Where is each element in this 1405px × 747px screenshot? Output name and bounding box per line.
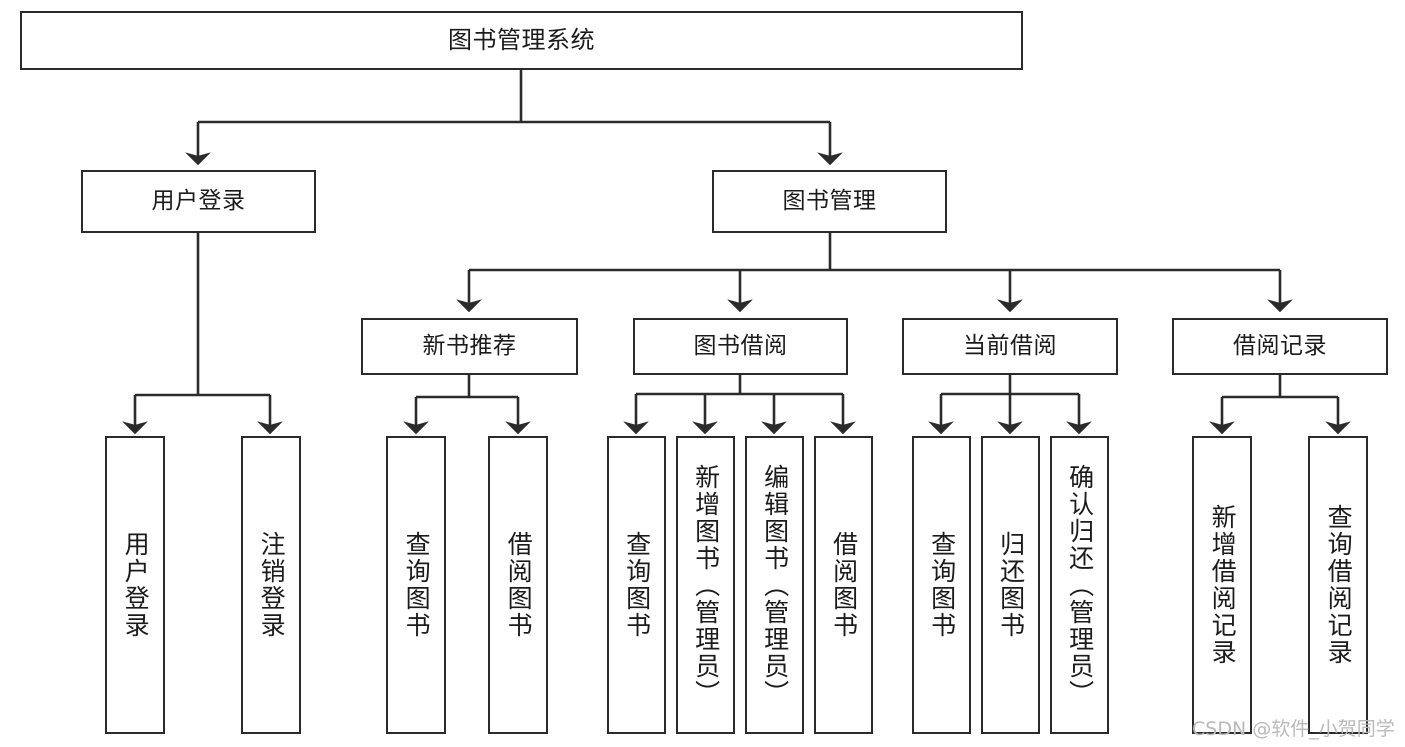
node-leaf-add-book-admin[interactable]: 新增图书（管理员） xyxy=(676,436,735,734)
node-leaf-query-books-current[interactable]: 查询图书 xyxy=(912,436,971,734)
node-leaf-add-borrow-record[interactable]: 新增借阅记录 xyxy=(1192,436,1252,734)
node-leaf-return-books[interactable]: 归还图书 xyxy=(981,436,1040,734)
node-label: 查询图书 xyxy=(622,531,652,639)
node-label: 归还图书 xyxy=(996,531,1026,639)
node-leaf-query-books-borrow[interactable]: 查询图书 xyxy=(607,436,666,734)
node-book-borrowing[interactable]: 图书借阅 xyxy=(633,318,848,375)
csdn-watermark: CSDN @软件_小贺同学 xyxy=(1192,718,1395,740)
node-label: 注销登录 xyxy=(257,531,287,639)
node-label: 借阅图书 xyxy=(829,531,859,639)
node-leaf-edit-book-admin[interactable]: 编辑图书（管理员） xyxy=(745,436,804,734)
node-user-login[interactable]: 用户登录 xyxy=(81,170,316,233)
node-label: 图书借阅 xyxy=(693,332,788,359)
node-label: 新增图书（管理员） xyxy=(691,463,721,707)
node-label: 新书推荐 xyxy=(422,332,517,359)
node-label: 查询图书 xyxy=(402,531,432,639)
node-label: 图书管理 xyxy=(782,187,877,214)
node-label: 借阅记录 xyxy=(1233,332,1327,359)
node-label: 查询图书 xyxy=(927,531,957,639)
node-label: 新增借阅记录 xyxy=(1208,504,1238,666)
node-borrowing-record[interactable]: 借阅记录 xyxy=(1172,318,1388,375)
node-label: 图书管理系统 xyxy=(448,26,595,55)
node-leaf-borrow-books-recommend[interactable]: 借阅图书 xyxy=(488,436,548,734)
node-new-book-recommendation[interactable]: 新书推荐 xyxy=(361,318,578,375)
node-label: 当前借阅 xyxy=(963,332,1057,359)
node-leaf-query-books-recommend[interactable]: 查询图书 xyxy=(386,436,446,734)
node-label: 用户登录 xyxy=(121,531,151,639)
node-leaf-confirm-return-admin[interactable]: 确认归还（管理员） xyxy=(1050,436,1109,734)
node-root-book-management-system[interactable]: 图书管理系统 xyxy=(20,11,1023,70)
node-leaf-borrow-books[interactable]: 借阅图书 xyxy=(814,436,873,734)
node-label: 确认归还（管理员） xyxy=(1065,463,1095,707)
node-label: 查询借阅记录 xyxy=(1324,504,1354,666)
node-current-borrowing[interactable]: 当前借阅 xyxy=(902,318,1118,375)
node-leaf-query-borrow-record[interactable]: 查询借阅记录 xyxy=(1308,436,1368,734)
node-leaf-logout[interactable]: 注销登录 xyxy=(241,436,301,734)
node-book-management[interactable]: 图书管理 xyxy=(712,170,947,233)
node-leaf-user-login[interactable]: 用户登录 xyxy=(105,436,165,734)
node-label: 用户登录 xyxy=(151,187,246,214)
node-label: 借阅图书 xyxy=(504,531,534,639)
node-label: 编辑图书（管理员） xyxy=(760,463,790,707)
